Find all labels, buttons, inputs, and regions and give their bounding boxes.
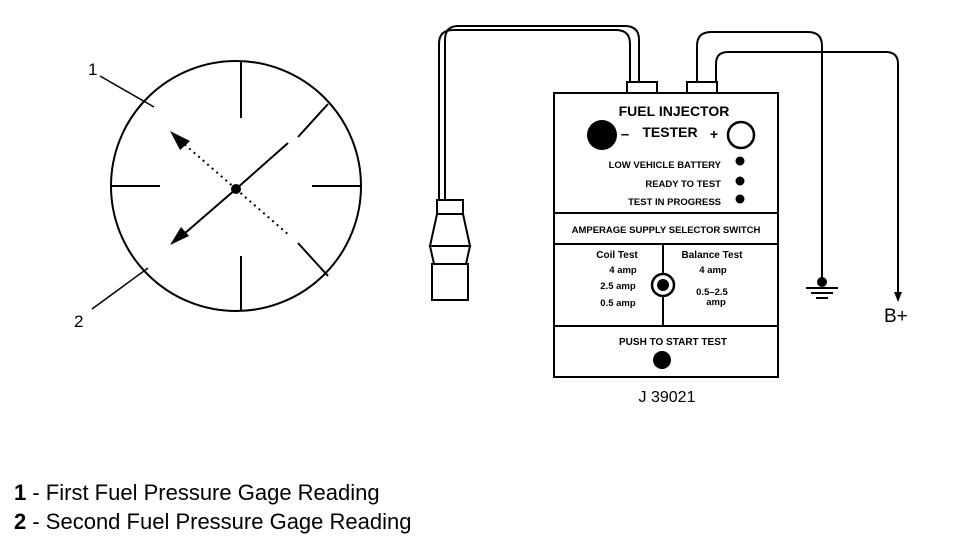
tester-model-number: J 39021: [639, 389, 696, 406]
push-to-start-button[interactable]: [653, 351, 671, 369]
first-reading-needle: [182, 142, 237, 190]
legend-item-1: 1 - First Fuel Pressure Gage Reading: [14, 478, 411, 507]
battery-positive-label: B+: [884, 306, 908, 327]
low-battery-lamp: [735, 156, 745, 166]
coil-test-value: 4 amp: [609, 265, 637, 276]
first-reading-arrowhead: [170, 131, 190, 150]
push-to-start-label: PUSH TO START TEST: [619, 337, 727, 348]
tester-title-line1: FUEL INJECTOR: [619, 103, 730, 119]
callout-leader-2: [91, 267, 149, 310]
ready-lamp: [735, 176, 745, 186]
second-reading-needle-tail: [235, 142, 289, 190]
callout-1: 1: [88, 60, 97, 79]
balance-test-label: Balance Test: [682, 250, 744, 261]
second-reading-needle: [183, 188, 237, 235]
injector-connector: [428, 199, 472, 301]
ground-symbol: [806, 277, 838, 299]
coil-test-label: Coil Test: [596, 250, 638, 261]
negative-terminal: [587, 120, 617, 150]
power-ground-leads: [696, 31, 899, 292]
legend-text: - Second Fuel Pressure Gage Reading: [26, 509, 412, 534]
legend-number: 2: [14, 509, 27, 534]
coil-test-value: 0.5 amp: [600, 298, 636, 309]
amperage-selector-knob[interactable]: [650, 272, 676, 298]
pressure-gauge: [110, 60, 362, 312]
gauge-face: [110, 60, 362, 312]
balance-test-value: 4 amp: [699, 265, 727, 276]
gauge-tick: [297, 242, 329, 277]
in-progress-lamp: [735, 194, 745, 204]
gauge-tick: [297, 103, 329, 138]
second-reading-arrowhead: [170, 227, 189, 245]
legend-text: - First Fuel Pressure Gage Reading: [26, 480, 380, 505]
gauge-pivot: [231, 184, 241, 194]
low-battery-indicator-label: LOW VEHICLE BATTERY: [609, 160, 722, 171]
tester-title-line2: TESTER: [642, 124, 697, 140]
selector-switch-title: AMPERAGE SUPPLY SELECTOR SWITCH: [572, 225, 761, 236]
positive-terminal: [726, 120, 756, 150]
negative-terminal-label: –: [621, 126, 629, 143]
callout-leader-1: [99, 75, 155, 108]
coil-test-value: 2.5 amp: [600, 281, 636, 292]
first-reading-needle-tail: [235, 188, 291, 237]
in-progress-indicator-label: TEST IN PROGRESS: [628, 197, 721, 208]
balance-test-value: amp: [706, 297, 726, 308]
callout-2: 2: [74, 312, 83, 331]
positive-terminal-label: +: [710, 126, 718, 142]
legend: 1 - First Fuel Pressure Gage Reading 2 -…: [14, 478, 411, 536]
battery-lead-arrowhead: [894, 292, 902, 302]
legend-number: 1: [14, 480, 27, 505]
injector-harness-lead: [438, 25, 640, 202]
ready-indicator-label: READY TO TEST: [645, 179, 721, 190]
balance-test-value: 0.5–2.5: [696, 287, 728, 298]
legend-item-2: 2 - Second Fuel Pressure Gage Reading: [14, 507, 411, 536]
